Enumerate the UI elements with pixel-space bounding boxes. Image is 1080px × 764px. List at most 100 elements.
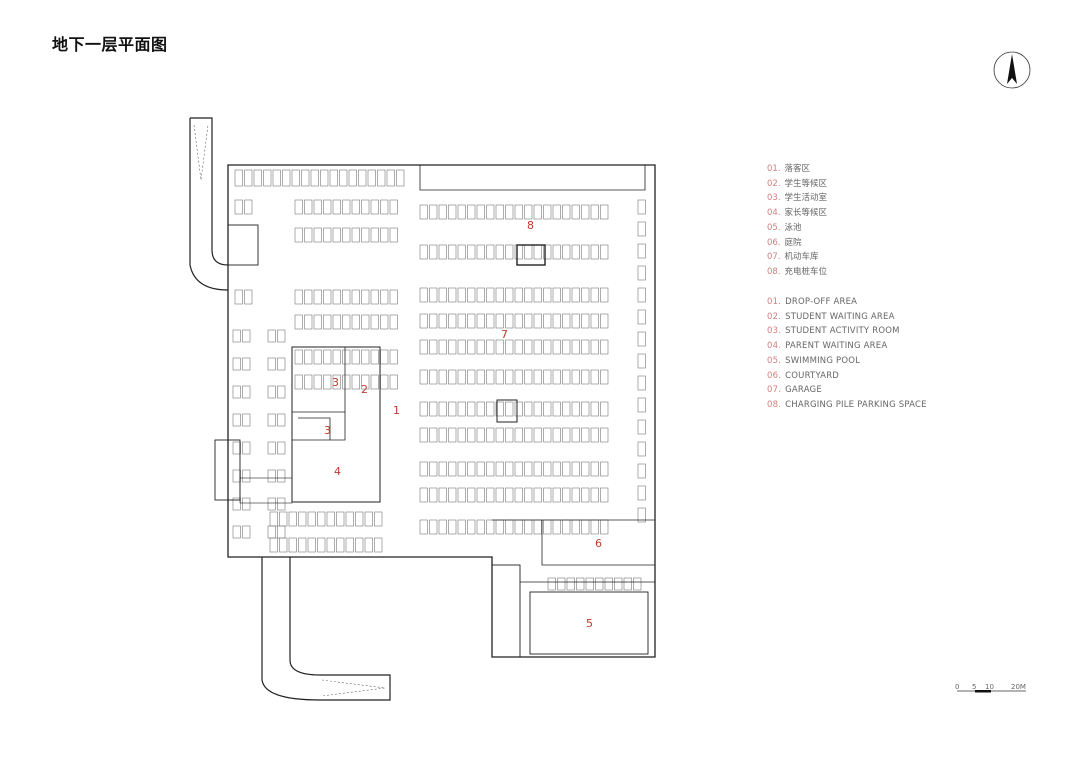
parking-stall [429,519,438,535]
legend-item: 05.泳池 [767,221,827,236]
parking-stall [380,199,389,215]
parking-stall [244,169,253,187]
parking-stall [571,244,580,260]
parking-stall [374,537,383,553]
parking-stall [467,204,476,220]
parking-stall [323,374,332,390]
parking-stall [595,577,604,591]
parking-stall [294,199,303,215]
parking-stall [524,401,533,417]
parking-stall [380,227,389,243]
parking-stall [552,427,561,443]
parking-stall [557,577,566,591]
parking-stall [370,349,379,365]
parking-stall [232,469,241,483]
parking-stall [438,369,447,385]
parking-stall [486,369,495,385]
parking-stall [495,487,504,503]
parking-stall [495,461,504,477]
parking-stall [547,577,556,591]
parking-stall [524,487,533,503]
legend-item: 04.PARENT WAITING AREA [767,339,927,354]
parking-stall [448,287,457,303]
parking-stall [495,369,504,385]
parking-stall [294,349,303,365]
parking-stall [524,287,533,303]
parking-stall [448,369,457,385]
parking-stall [332,289,341,305]
parking-stall [389,374,398,390]
parking-stall [543,401,552,417]
parking-stall [380,314,389,330]
parking-stall [288,511,297,527]
parking-stall [370,227,379,243]
parking-stall [533,369,542,385]
parking-stall [342,199,351,215]
parking-stall [377,169,386,187]
parking-stall [429,339,438,355]
legend-item: 04.家长等候区 [767,206,827,221]
parking-stall [514,401,523,417]
scale-bar: 0 5 10 20M [955,683,1026,693]
parking-stall [351,289,360,305]
parking-stall [277,357,286,371]
parking-stall [486,461,495,477]
parking-stall [543,487,552,503]
legend-item: 06.COURTYARD [767,369,927,384]
parking-stall [396,169,405,187]
parking-stall [571,427,580,443]
parking-stall [336,537,345,553]
parking-stall [581,313,590,329]
legend-text: STUDENT WAITING AREA [785,311,895,322]
parking-stall [232,357,241,371]
parking-stall [351,349,360,365]
parking-stall [585,577,594,591]
parking-stall [476,313,485,329]
parking-stall [467,244,476,260]
parking-stall [419,204,428,220]
parking-stall [476,461,485,477]
parking-stall [552,519,561,535]
parking-stall [505,369,514,385]
parking-stall [533,339,542,355]
parking-stall [370,374,379,390]
parking-stall [552,401,561,417]
parking-stall [438,287,447,303]
parking-stall [370,289,379,305]
parking-stall [637,199,646,215]
parking-stall [637,353,646,369]
parking-stall [267,497,276,511]
parking-stall [342,289,351,305]
parking-stall [234,289,243,305]
parking-stall [543,461,552,477]
parking-stall [419,401,428,417]
parking-stall [332,199,341,215]
parking-stall [505,461,514,477]
parking-stall [351,199,360,215]
parking-stall [533,313,542,329]
parking-stall [429,369,438,385]
parking-stall [361,199,370,215]
legend-item: 07.GARAGE [767,383,927,398]
parking-stall [533,244,542,260]
parking-stall [304,349,313,365]
parking-stall [543,204,552,220]
parking-stall [562,339,571,355]
parking-stall [637,463,646,479]
parking-stall [514,204,523,220]
parking-stall [637,441,646,457]
parking-stall [571,204,580,220]
legend-number: 07. [767,385,782,396]
parking-stall [524,519,533,535]
parking-stall [581,461,590,477]
parking-stall [581,204,590,220]
parking-stall [253,169,262,187]
parking-stall [267,357,276,371]
parking-stall [552,461,561,477]
parking-stall [533,204,542,220]
legend-text: SWIMMING POOL [785,355,861,366]
legend-item: 05.SWIMMING POOL [767,354,927,369]
parking-stall [279,511,288,527]
parking-stall [267,525,276,539]
